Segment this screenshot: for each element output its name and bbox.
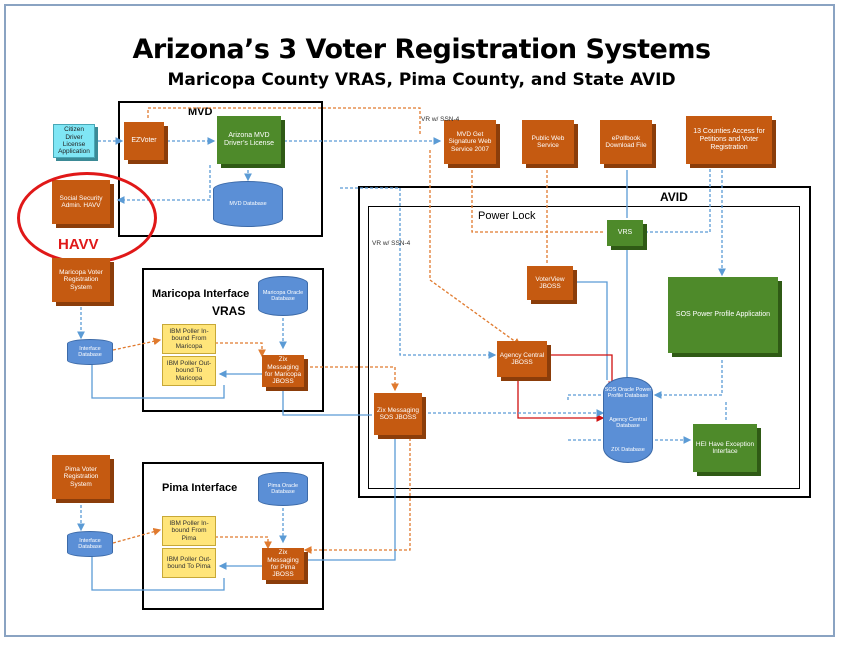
edge-zixsos-zixp <box>303 438 411 554</box>
ibm-poller-inbound-maricopa: IBM Poller In-bound From Maricopa <box>162 324 216 354</box>
edge-ezvoter-top <box>147 107 421 135</box>
sos-power-profile-app: SOS Power Profile Application <box>668 277 778 353</box>
edge-agency-db-red <box>517 378 605 422</box>
zix-db: ZIX Database <box>611 446 645 453</box>
havv-callout: HAVV <box>58 236 99 253</box>
edge-signature-vrs <box>471 165 605 233</box>
avid-region <box>358 186 811 498</box>
mvd-label: MVD <box>188 106 213 118</box>
pima-interface-label: Pima Interface <box>162 482 238 494</box>
edge-zixsos-zix-m <box>282 385 372 416</box>
pima-oracle-db: Pima Oracle Database <box>258 472 308 506</box>
counties-access: 13 Counties Access for Petitions and Vot… <box>686 116 772 164</box>
interface-db-maricopa: Interface Database <box>67 339 113 365</box>
voterview-node: VoterView JBOSS <box>527 266 573 300</box>
edge-agency-sos-red <box>550 354 616 390</box>
ibm-poller-outbound-pima: IBM Poller Out-bound To Pima <box>162 548 216 578</box>
edge-zixp-zixsos <box>305 438 396 561</box>
vras-label: VRAS <box>212 304 246 318</box>
edge-ppa-sos <box>653 360 723 399</box>
edge-vr-ssn4-top <box>429 150 522 346</box>
outer-frame <box>4 4 835 637</box>
mvd-signature-service: MVD Get Signature Web Service 2007 <box>444 120 496 164</box>
interface-db-pima: Interface Database <box>67 531 113 557</box>
zix-pima-node: Zix Messaging for Pima JBOSS <box>262 548 304 580</box>
agency-central-db: Agency Central Database <box>609 416 647 430</box>
edge-vr-ssn4-mid <box>340 187 497 359</box>
zix-maricopa-node: Zix Messaging for Maricopa JBOSS <box>262 355 304 387</box>
vrs-node: VRS <box>607 220 643 246</box>
zix-sos-node: Zix Messaging SOS JBOSS <box>374 393 422 435</box>
maricopa-interface-label: Maricopa Interface <box>152 288 250 300</box>
sos-oracle-db: SOS Oracle Power Profile Database <box>604 386 652 399</box>
edge-label-vr-ssn4-mid: VR w/ SSN-4 <box>372 240 411 247</box>
citizen-driver-application: Citizen Driver License Application <box>53 124 95 158</box>
edge-interface-loop-m <box>91 364 225 399</box>
public-web-service: Public Web Service <box>522 120 574 164</box>
maricopa-vrs-node: Maricopa Voter Registration System <box>52 258 110 302</box>
edge-db-zixsos <box>567 394 603 400</box>
maricopa-interface-region <box>142 268 324 412</box>
ibm-poller-inbound-pima: IBM Poller In-bound From Pima <box>162 516 216 546</box>
power-lock-label: Power Lock <box>478 210 536 222</box>
edge-interface-ibm-p <box>112 527 162 544</box>
edge-ibm-in-zix-p <box>215 536 272 550</box>
power-lock-region <box>368 206 800 489</box>
edge-ibm-in-zix-m <box>215 342 266 358</box>
pima-vrs-node: Pima Voter Registration System <box>52 455 110 499</box>
arizona-mvd-node: Arizona MVD Driver’s License <box>217 116 281 164</box>
edge-interface-ibm-m <box>112 337 162 351</box>
avid-label: AVID <box>660 190 688 204</box>
pima-interface-region <box>142 462 324 610</box>
edge-zix-m-zixsos <box>305 366 399 392</box>
edge-label-vr-ssn4-top: VR w/ SSN-4 <box>421 116 460 123</box>
epollbook-download: ePollbook Download File <box>600 120 652 164</box>
mvd-region <box>118 101 323 237</box>
maricopa-oracle-db: Maricopa Oracle Database <box>258 276 308 316</box>
mvd-database: MVD Database <box>213 181 283 227</box>
diagram-title: Arizona’s 3 Voter Registration Systems <box>132 34 711 65</box>
edge-voterview-sos <box>577 281 608 380</box>
hei-exception-interface: HEI Have Exception Interface <box>693 424 757 472</box>
ibm-poller-outbound-maricopa: IBM Poller Out-bound To Maricopa <box>162 356 216 386</box>
sos-oracle-db-stack: SOS Oracle Power Profile Database Agency… <box>603 377 653 463</box>
edge-interface-loop-p <box>91 555 225 591</box>
agency-central-node: Agency Central JBOSS <box>497 341 547 377</box>
ezvoter-node: EZVoter <box>124 122 164 160</box>
diagram-subtitle: Maricopa County VRAS, Pima County, and S… <box>167 70 676 90</box>
edge-vrs-counties <box>645 160 711 233</box>
